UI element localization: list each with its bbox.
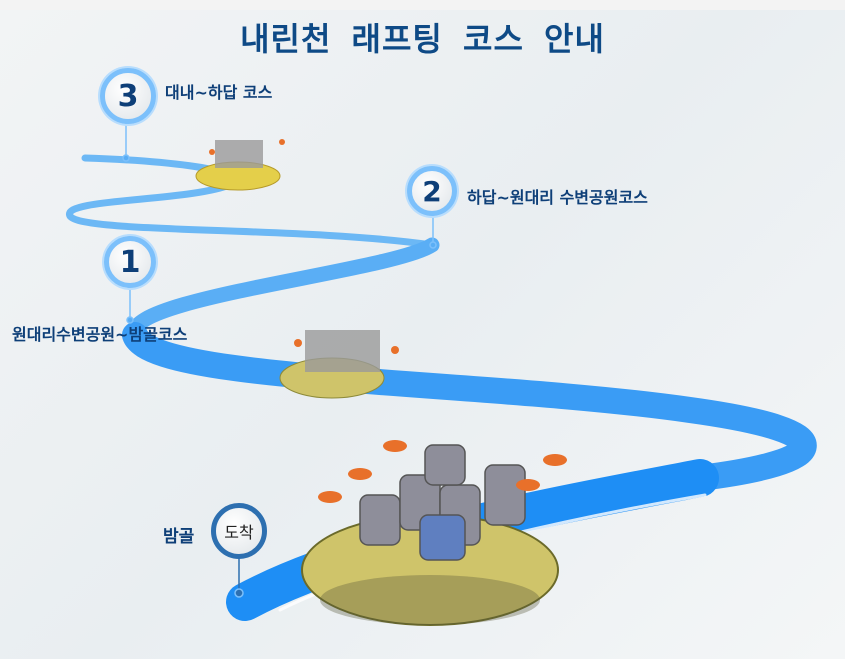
river-segment-1 — [122, 322, 817, 491]
course-1-badge: 1 — [104, 236, 156, 288]
top-bar — [0, 0, 845, 10]
page-title: 내린천 래프팅 코스 안내 — [240, 20, 605, 58]
arrival-place-label: 밤골 — [163, 527, 195, 547]
course-2-badge: 2 — [407, 166, 457, 216]
pins — [122, 118, 437, 598]
raft-small — [195, 139, 285, 191]
course-3-label: 대내~하답 코스 — [165, 83, 273, 102]
arrival-badge: 도착 — [211, 503, 267, 559]
course-3-badge: 3 — [100, 68, 156, 124]
raft-medium — [279, 330, 399, 399]
course-1-label: 원대리수변공원~밤골코스 — [12, 325, 188, 344]
course-2-label: 하답~원대리 수변공원코스 — [467, 188, 648, 207]
river-segment-2 — [127, 237, 440, 343]
raft-large — [301, 440, 567, 626]
